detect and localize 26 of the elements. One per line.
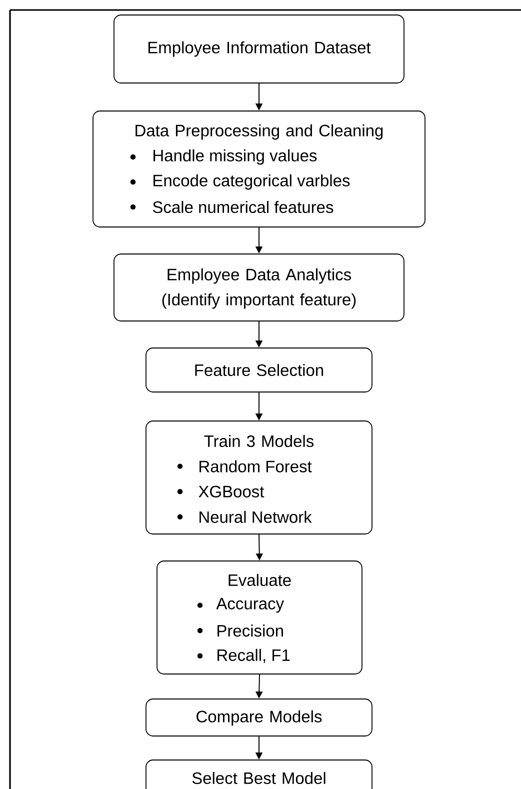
process-box xyxy=(114,14,404,84)
process-box xyxy=(146,420,372,534)
box-title: Evaluate xyxy=(228,574,291,586)
box-title: Select Best Model xyxy=(192,772,326,784)
box-title: Feature Selection xyxy=(195,364,324,376)
box-title: Employee Information Dataset xyxy=(148,41,371,57)
box-title: Compare Models xyxy=(196,710,322,726)
process-box xyxy=(146,348,372,392)
process-box xyxy=(156,560,362,674)
bullet-item: XGBoost xyxy=(177,486,264,498)
process-box xyxy=(92,110,426,228)
bullet-item: Random Forest xyxy=(177,460,312,472)
bullet-item: Scale numerical features xyxy=(130,200,334,214)
process-box xyxy=(146,760,372,789)
box-subtitle: (Identify important feature) xyxy=(162,293,356,309)
process-box xyxy=(114,254,404,322)
box-title: Employee Data Analytics xyxy=(168,268,351,284)
box-title: Train 3 Models xyxy=(204,434,314,448)
bullet-item: Precision xyxy=(197,624,283,637)
bullet-item: Accuracy xyxy=(197,598,284,613)
box-title: Data Preprocessing and Cleaning xyxy=(136,124,383,140)
bullet-item: Encode categorical varbles xyxy=(130,174,350,190)
bullet-item: Recall, F1 xyxy=(197,648,290,663)
process-box xyxy=(146,698,372,736)
bullet-item: Neural Network xyxy=(177,510,312,523)
bullet-item: Handle missing values xyxy=(130,149,317,165)
